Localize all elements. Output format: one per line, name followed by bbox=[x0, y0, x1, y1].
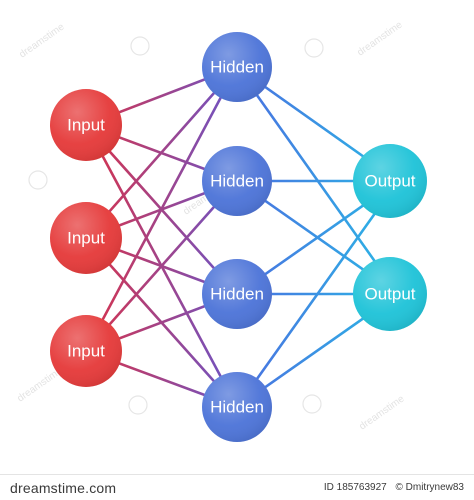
input-node-1-label: Input bbox=[67, 115, 105, 134]
input-node-2-label: Input bbox=[67, 228, 105, 247]
image-id-text: ID 185763927 bbox=[323, 482, 387, 493]
hidden-node-1: Hidden bbox=[202, 32, 272, 102]
input-node-3: Input bbox=[50, 315, 122, 387]
output-node-1-label: Output bbox=[364, 171, 415, 190]
input-layer: Input Input Input bbox=[50, 89, 122, 387]
hidden-output-connections bbox=[235, 65, 400, 409]
stock-footer-bar: dreamstime.com ID 185763927 © Dmitrynew8… bbox=[0, 474, 474, 500]
hidden-node-3: Hidden bbox=[202, 259, 272, 329]
image-author-text: © Dmitrynew83 bbox=[395, 482, 465, 493]
output-node-2: Output bbox=[353, 257, 427, 331]
input-node-3-label: Input bbox=[67, 341, 105, 360]
edge-input3-hidden2 bbox=[84, 179, 239, 353]
hidden-node-4: Hidden bbox=[202, 372, 272, 442]
dreamstime-logo-text: dreamstime.com bbox=[10, 480, 117, 496]
hidden-node-3-label: Hidden bbox=[210, 284, 264, 303]
neural-network-diagram: dreamstime dreamstime dreamstime dreamst… bbox=[15, 19, 427, 442]
hidden-node-4-label: Hidden bbox=[210, 397, 264, 416]
svg-text:dreamstime: dreamstime bbox=[357, 393, 406, 432]
image-credit: ID 185763927 © Dmitrynew83 bbox=[318, 482, 464, 493]
hidden-node-2-label: Hidden bbox=[210, 171, 264, 190]
svg-text:dreamstime: dreamstime bbox=[17, 21, 66, 60]
output-node-1: Output bbox=[353, 144, 427, 218]
edge-input3-hidden1 bbox=[84, 65, 239, 353]
hidden-layer: Hidden Hidden Hidden Hidden bbox=[202, 32, 272, 442]
edge-input2-hidden1 bbox=[84, 65, 239, 240]
dreamstime-logo[interactable]: dreamstime.com bbox=[10, 480, 116, 496]
edge-hidden4-output1 bbox=[235, 179, 400, 409]
input-node-2: Input bbox=[50, 202, 122, 274]
output-layer: Output Output bbox=[353, 144, 427, 331]
input-node-1: Input bbox=[50, 89, 122, 161]
output-node-2-label: Output bbox=[364, 284, 415, 303]
hidden-node-2: Hidden bbox=[202, 146, 272, 216]
hidden-node-1-label: Hidden bbox=[210, 57, 264, 76]
svg-text:dreamstime: dreamstime bbox=[355, 19, 404, 58]
